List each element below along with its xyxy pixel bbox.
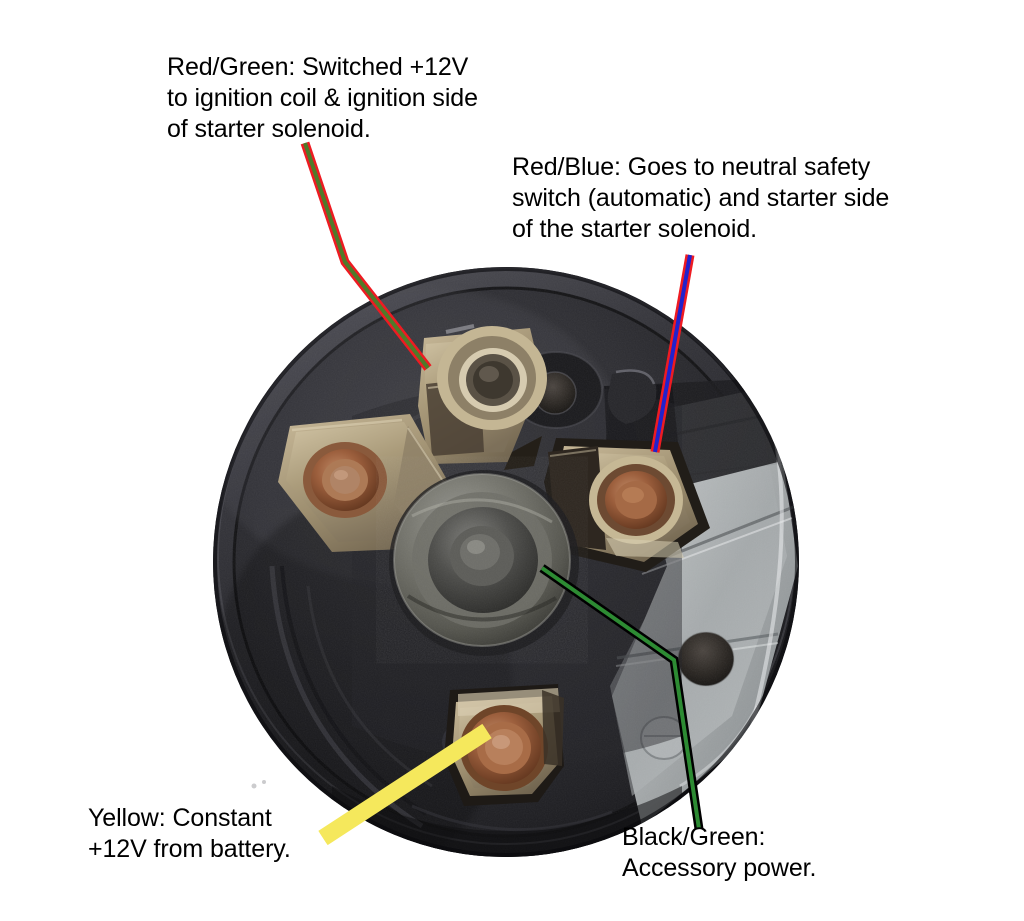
terminal-bottom	[444, 684, 564, 806]
annotation-red-green: Red/Green: Switched +12V to ignition coi…	[167, 53, 478, 143]
terminal-right	[544, 438, 710, 572]
annotation-yellow: Yellow: Constant +12V from battery.	[88, 804, 291, 863]
terminal-top	[418, 324, 547, 470]
center-post	[389, 470, 579, 656]
ignition-switch-photo	[212, 266, 800, 858]
annotation-black-green: Black/Green: Accessory power.	[622, 823, 817, 882]
annotation-red-blue: Red/Blue: Goes to neutral safety switch …	[512, 153, 890, 243]
surface-mark	[251, 780, 266, 789]
